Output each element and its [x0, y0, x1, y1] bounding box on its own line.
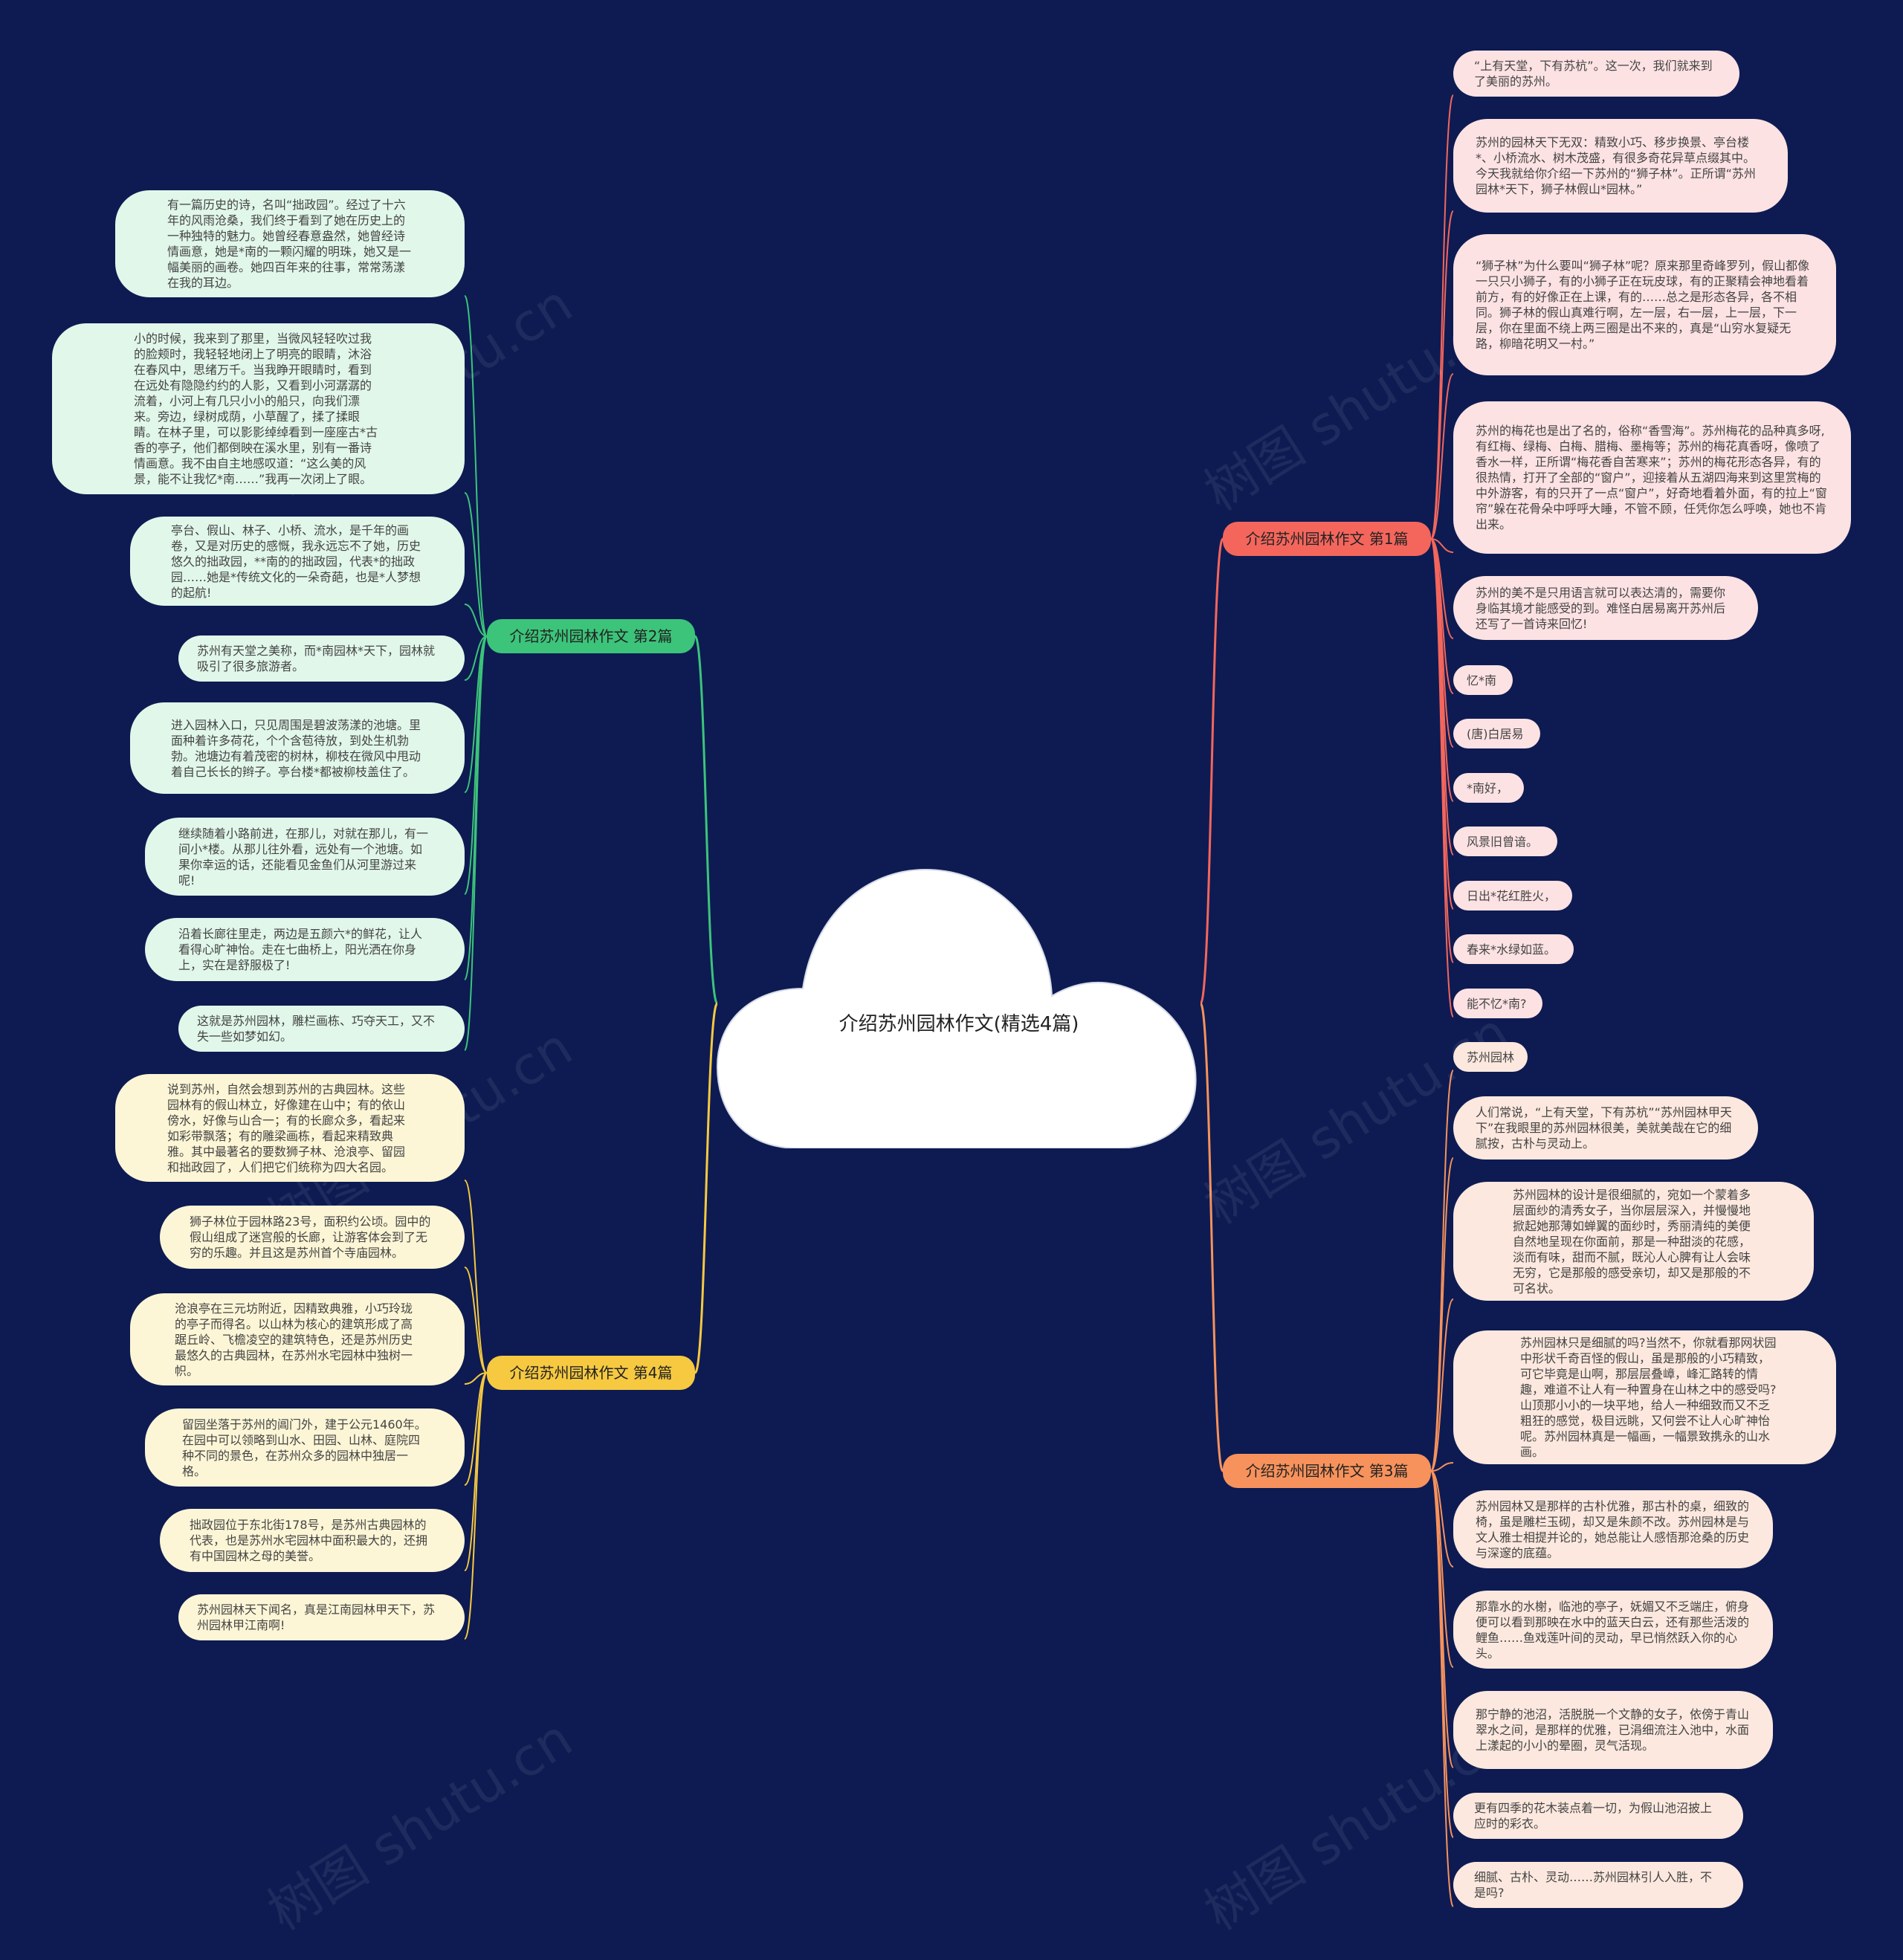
leaf-b4-1[interactable]: 说到苏州，自然会想到苏州的古典园林。这些园林有的假山林立，好像建在山中；有的依山… — [115, 1074, 465, 1182]
branch-1[interactable]: 介绍苏州园林作文 第1篇 — [1223, 522, 1431, 556]
leaf-connector — [1430, 1157, 1454, 1472]
leaf-b1-11[interactable]: 春来*水绿如蓝。 — [1453, 934, 1574, 964]
leaf-connector — [464, 635, 488, 793]
leaf-connector — [464, 1372, 488, 1640]
leaf-b2-1[interactable]: 有一篇历史的诗，名叫“拙政园”。经过了十六年的风雨沧桑，我们终于看到了她在历史上… — [115, 190, 465, 297]
leaf-connector — [464, 1372, 488, 1571]
central-topic[interactable]: 介绍苏州园林作文(精选4篇) — [839, 1013, 1079, 1035]
leaf-b3-8[interactable]: 更有四季的花木装点着一切，为假山池沼披上应时的彩衣。 — [1453, 1793, 1743, 1839]
branch-3[interactable]: 介绍苏州园林作文 第3篇 — [1223, 1454, 1431, 1488]
trunk-connector — [694, 1002, 719, 1374]
leaf-b1-1[interactable]: “上有天堂，下有苏杭”。这一次，我们就来到了美丽的苏州。 — [1453, 51, 1739, 97]
leaf-b1-2[interactable]: 苏州的园林天下无双：精致小巧、移步换景、亭台楼*、小桥流水、树木茂盛，有很多奇花… — [1453, 119, 1788, 213]
leaf-connector — [464, 635, 488, 681]
leaf-connector — [1430, 1470, 1454, 1907]
leaf-b2-4[interactable]: 苏州有天堂之美称，而*南园林*天下，园林就吸引了很多旅游者。 — [178, 635, 465, 682]
leaf-connector — [1430, 538, 1454, 1018]
leaf-b3-9[interactable]: 细腻、古朴、灵动……苏州园林引人入胜，不是吗? — [1453, 1862, 1743, 1908]
leaf-connector — [464, 295, 488, 637]
leaf-connector — [1430, 1070, 1454, 1472]
leaf-b1-4[interactable]: 苏州的梅花也是出了名的，俗称“香雪海”。苏州梅花的品种真多呀,有红梅、绿梅、白梅… — [1453, 401, 1851, 554]
trunk-connector — [1199, 1002, 1224, 1472]
leaf-b3-1[interactable]: 苏州园林 — [1453, 1042, 1528, 1072]
leaf-b2-7[interactable]: 沿着长廊往里走，两边是五颜六*的鲜花，让人看得心旷神怡。走在七曲桥上，阳光洒在你… — [145, 918, 465, 981]
leaf-b1-10[interactable]: 日出*花红胜火， — [1453, 881, 1572, 911]
leaf-connector — [464, 604, 488, 637]
trunk-connector — [694, 635, 719, 1005]
leaf-connector — [464, 492, 488, 637]
leaf-connector — [464, 635, 488, 980]
leaf-b2-3[interactable]: 亭台、假山、林子、小桥、流水，是千年的画卷，又是对历史的感慨，我永远忘不了她，历… — [130, 517, 465, 606]
leaf-b1-9[interactable]: 风景旧曾谙。 — [1453, 827, 1557, 856]
trunk-connector — [1199, 537, 1224, 1005]
leaf-connector — [1430, 373, 1454, 540]
leaf-connector — [464, 1180, 488, 1374]
leaf-b1-12[interactable]: 能不忆*南? — [1453, 989, 1542, 1018]
leaf-b3-7[interactable]: 那宁静的池沼，活脱脱一个文静的女子，依傍于青山翠水之间，是那样的优雅，已涓细流注… — [1453, 1691, 1773, 1769]
leaf-b1-5[interactable]: 苏州的美不是只用语言就可以表达清的，需要你身临其境才能感受的到。难怪白居易离开苏… — [1453, 576, 1758, 640]
leaf-connector — [1430, 1470, 1454, 1568]
leaf-connector — [464, 635, 488, 1051]
leaf-b3-2[interactable]: 人们常说，“上有天堂，下有苏杭”“苏州园林甲天下”在我眼里的苏州园林很美，美就美… — [1453, 1096, 1758, 1159]
leaf-b1-6[interactable]: 忆*南 — [1453, 665, 1513, 695]
leaf-b4-6[interactable]: 苏州园林天下闻名，真是江南园林甲天下，苏州园林甲江南啊! — [178, 1594, 465, 1640]
leaf-connector — [1430, 1462, 1454, 1472]
leaf-connector — [1430, 210, 1454, 540]
leaf-connector — [464, 1372, 488, 1486]
leaf-b3-5[interactable]: 苏州园林又是那样的古朴优雅，那古朴的桌，细致的椅，虽是雕栏玉砌，却又是朱颜不改。… — [1453, 1490, 1773, 1568]
leaf-connector — [464, 1267, 488, 1374]
leaf-b2-5[interactable]: 进入园林入口，只见周围是碧波荡漾的池塘。里面种着许多荷花，个个含苞待放，到处生机… — [130, 702, 465, 794]
leaf-b3-6[interactable]: 那靠水的水榭，临池的亭子，妩媚又不乏端庄，俯身便可以看到那映在水中的蓝天白云，还… — [1453, 1591, 1773, 1669]
leaf-b4-3[interactable]: 沧浪亭在三元坊附近，因精致典雅，小巧玲珑的亭子而得名。以山林为核心的建筑形成了高… — [130, 1293, 465, 1385]
leaf-connector — [1430, 538, 1454, 553]
central-cloud — [716, 868, 1197, 1148]
leaf-b2-8[interactable]: 这就是苏州园林，雕栏画栋、巧夺天工，又不失一些如梦如幻。 — [178, 1006, 465, 1052]
leaf-connector — [1430, 1470, 1454, 1668]
branch-4[interactable]: 介绍苏州园林作文 第4篇 — [487, 1356, 695, 1390]
leaf-b4-2[interactable]: 狮子林位于园林路23号，面积约公顷。园中的假山组成了迷宫般的长廊，让游客体会到了… — [160, 1206, 465, 1269]
leaf-b3-4[interactable]: 苏州园林只是细腻的吗?当然不，你就看那网状园中形状千奇百怪的假山，虽是那般的小巧… — [1453, 1330, 1836, 1464]
leaf-b4-4[interactable]: 留园坐落于苏州的阊门外，建于公元1460年。在园中可以领略到山水、田园、山林、庭… — [145, 1408, 465, 1487]
branch-2[interactable]: 介绍苏州园林作文 第2篇 — [487, 619, 695, 653]
leaf-b3-3[interactable]: 苏州园林的设计是很细腻的，宛如一个蒙着多层面纱的清秀女子，当你层层深入，并慢慢地… — [1453, 1182, 1814, 1301]
leaf-connector — [464, 1372, 488, 1385]
leaf-b4-5[interactable]: 拙政园位于东北街178号，是苏州古典园林的代表，也是苏州水宅园林中面积最大的，还… — [160, 1509, 465, 1572]
leaf-b1-3[interactable]: “狮子林”为什么要叫“狮子林”呢？原来那里奇峰罗列，假山都像一只只小狮子，有的小… — [1453, 234, 1836, 375]
leaf-b2-6[interactable]: 继续随着小路前进，在那儿，对就在那儿，有一间小*楼。从那儿往外看，远处有一个池塘… — [145, 818, 465, 896]
leaf-b1-7[interactable]: (唐)白居易 — [1453, 719, 1540, 748]
leaf-connector — [1430, 1298, 1454, 1472]
leaf-b2-2[interactable]: 小的时候，我来到了那里，当微风轻轻吹过我的脸颊时，我轻轻地闭上了明亮的眼睛，沐浴… — [52, 323, 465, 494]
leaf-b1-8[interactable]: *南好， — [1453, 773, 1524, 803]
